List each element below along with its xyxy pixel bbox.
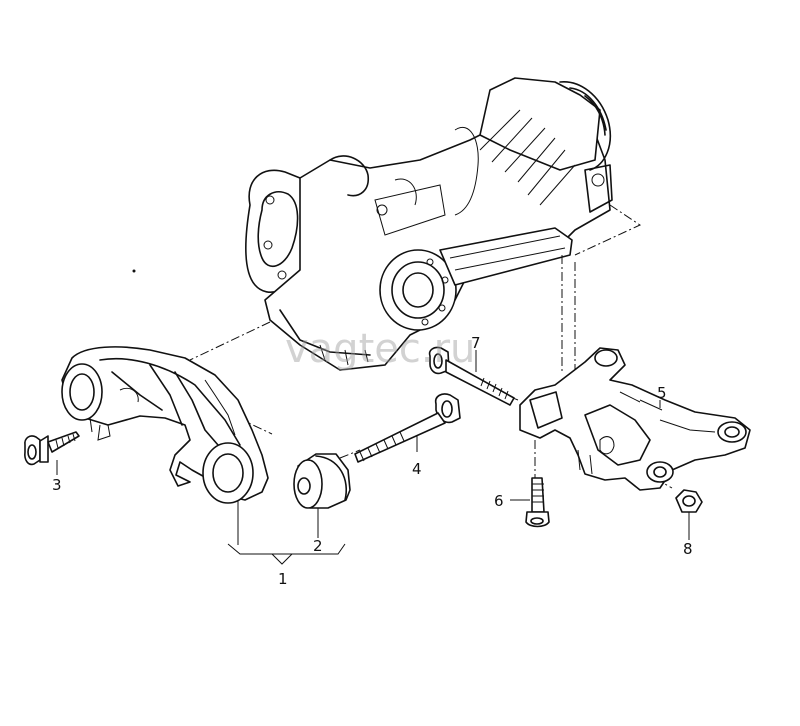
part-2-rubber-bushing (293, 453, 351, 509)
watermark: vagtec.ru (285, 326, 475, 372)
part-3-bolt (24, 431, 80, 466)
part-8-nut (675, 489, 703, 513)
part-1-mount-bracket (61, 346, 269, 504)
part-5-right-bracket (519, 347, 751, 491)
part-7-bolt (428, 346, 515, 406)
callout-4: 4 (412, 460, 422, 478)
leader-lines (56, 350, 690, 565)
callout-7: 7 (471, 334, 481, 352)
callout-2: 2 (313, 537, 323, 555)
callout-6: 6 (494, 492, 504, 510)
part-6-socket-bolt (525, 477, 550, 528)
callout-8: 8 (683, 540, 693, 558)
callout-5: 5 (657, 384, 667, 402)
callout-1: 1 (278, 570, 288, 588)
part-4-long-bolt (354, 393, 461, 463)
stray-dot (132, 269, 136, 273)
callout-3: 3 (52, 476, 62, 494)
differential-housing (244, 77, 613, 371)
